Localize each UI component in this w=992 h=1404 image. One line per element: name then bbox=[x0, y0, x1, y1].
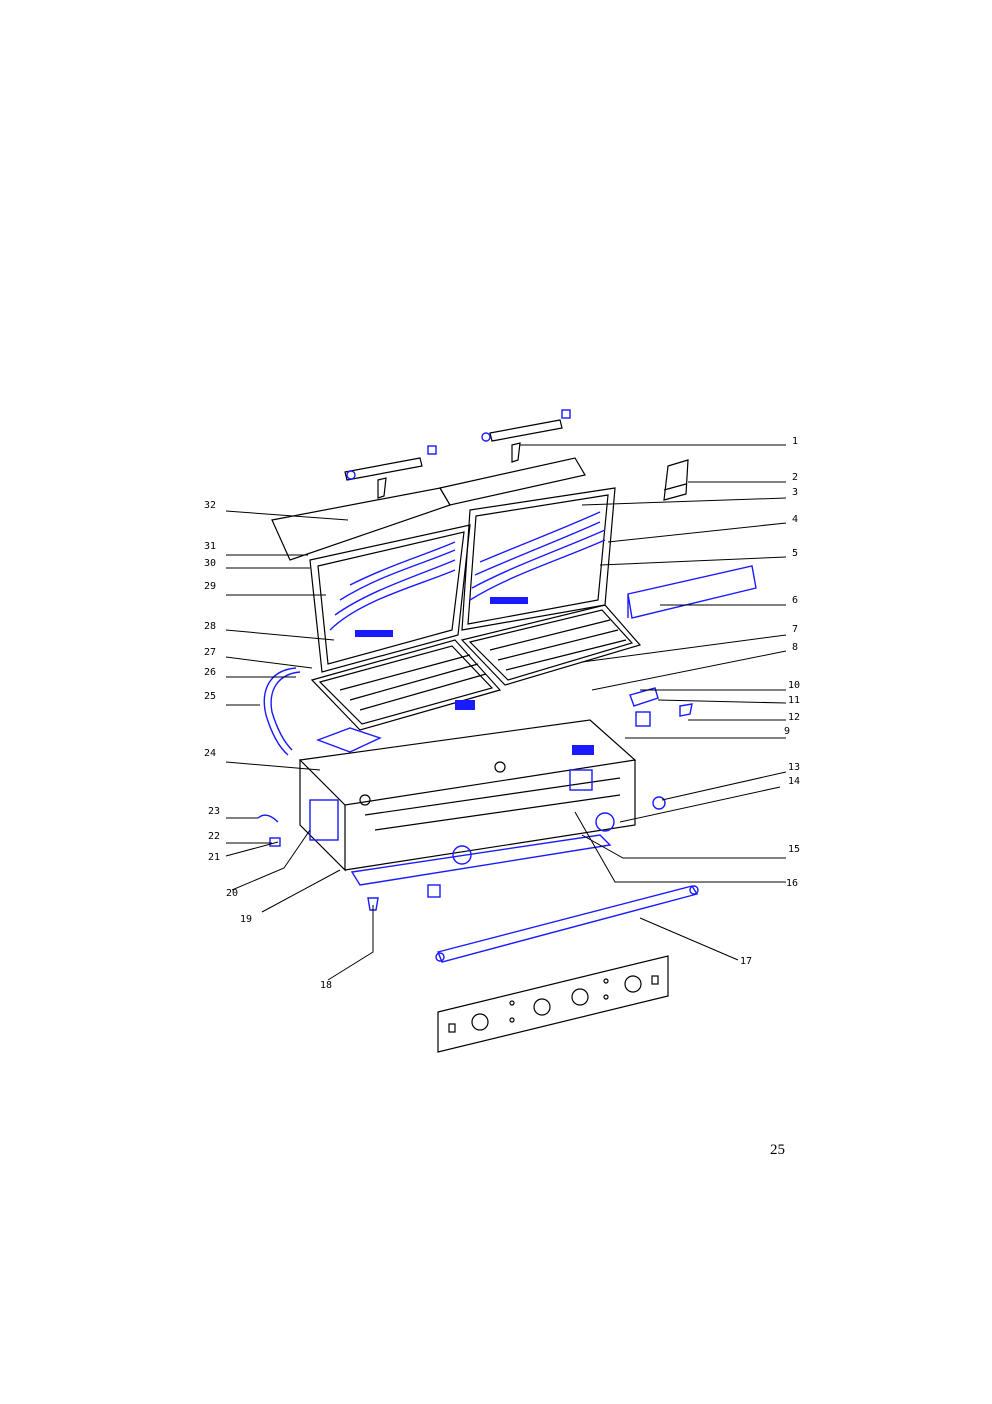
callout-9: 9 bbox=[784, 726, 790, 737]
callout-18: 18 bbox=[320, 980, 332, 991]
callout-15: 15 bbox=[788, 844, 800, 855]
part-6 bbox=[627, 565, 757, 619]
base-body bbox=[257, 719, 637, 911]
callout-23: 23 bbox=[208, 806, 220, 817]
callout-28: 28 bbox=[204, 621, 216, 632]
callout-32: 32 bbox=[204, 500, 216, 511]
callout-11: 11 bbox=[788, 695, 800, 706]
grill-drawing bbox=[257, 409, 757, 1053]
lower-heating bbox=[316, 687, 693, 810]
callout-20: 20 bbox=[226, 888, 238, 899]
callout-25: 25 bbox=[204, 691, 216, 702]
control-panel-plate bbox=[437, 955, 669, 1053]
callout-5: 5 bbox=[792, 548, 798, 559]
callout-labels: 1 2 3 4 5 6 7 8 9 10 11 12 13 14 15 16 1… bbox=[204, 436, 800, 991]
callout-30: 30 bbox=[204, 558, 216, 569]
callout-1: 1 bbox=[792, 436, 798, 447]
callout-14: 14 bbox=[788, 776, 800, 787]
leader-lines bbox=[225, 444, 787, 981]
callout-22: 22 bbox=[208, 831, 220, 842]
callout-19: 19 bbox=[240, 914, 252, 925]
callout-6: 6 bbox=[792, 595, 798, 606]
callout-13: 13 bbox=[788, 762, 800, 773]
page-number: 25 bbox=[770, 1142, 785, 1158]
callout-8: 8 bbox=[792, 642, 798, 653]
handle-bars-top bbox=[344, 409, 571, 499]
grill-plates bbox=[310, 604, 642, 731]
callout-12: 12 bbox=[788, 712, 800, 723]
front-bar bbox=[437, 885, 699, 963]
callout-10: 10 bbox=[788, 680, 800, 691]
callout-29: 29 bbox=[204, 581, 216, 592]
lids bbox=[271, 457, 616, 673]
part-2 bbox=[663, 459, 689, 501]
callout-2: 2 bbox=[792, 472, 798, 483]
callout-21: 21 bbox=[208, 852, 220, 863]
hose bbox=[263, 667, 297, 756]
callout-4: 4 bbox=[792, 514, 798, 525]
callout-31: 31 bbox=[204, 541, 216, 552]
callout-3: 3 bbox=[792, 487, 798, 498]
callout-16: 16 bbox=[786, 878, 798, 889]
callout-26: 26 bbox=[204, 667, 216, 678]
callout-27: 27 bbox=[204, 647, 216, 658]
callout-17: 17 bbox=[740, 956, 752, 967]
callout-7: 7 bbox=[792, 624, 798, 635]
callout-24: 24 bbox=[204, 748, 216, 759]
